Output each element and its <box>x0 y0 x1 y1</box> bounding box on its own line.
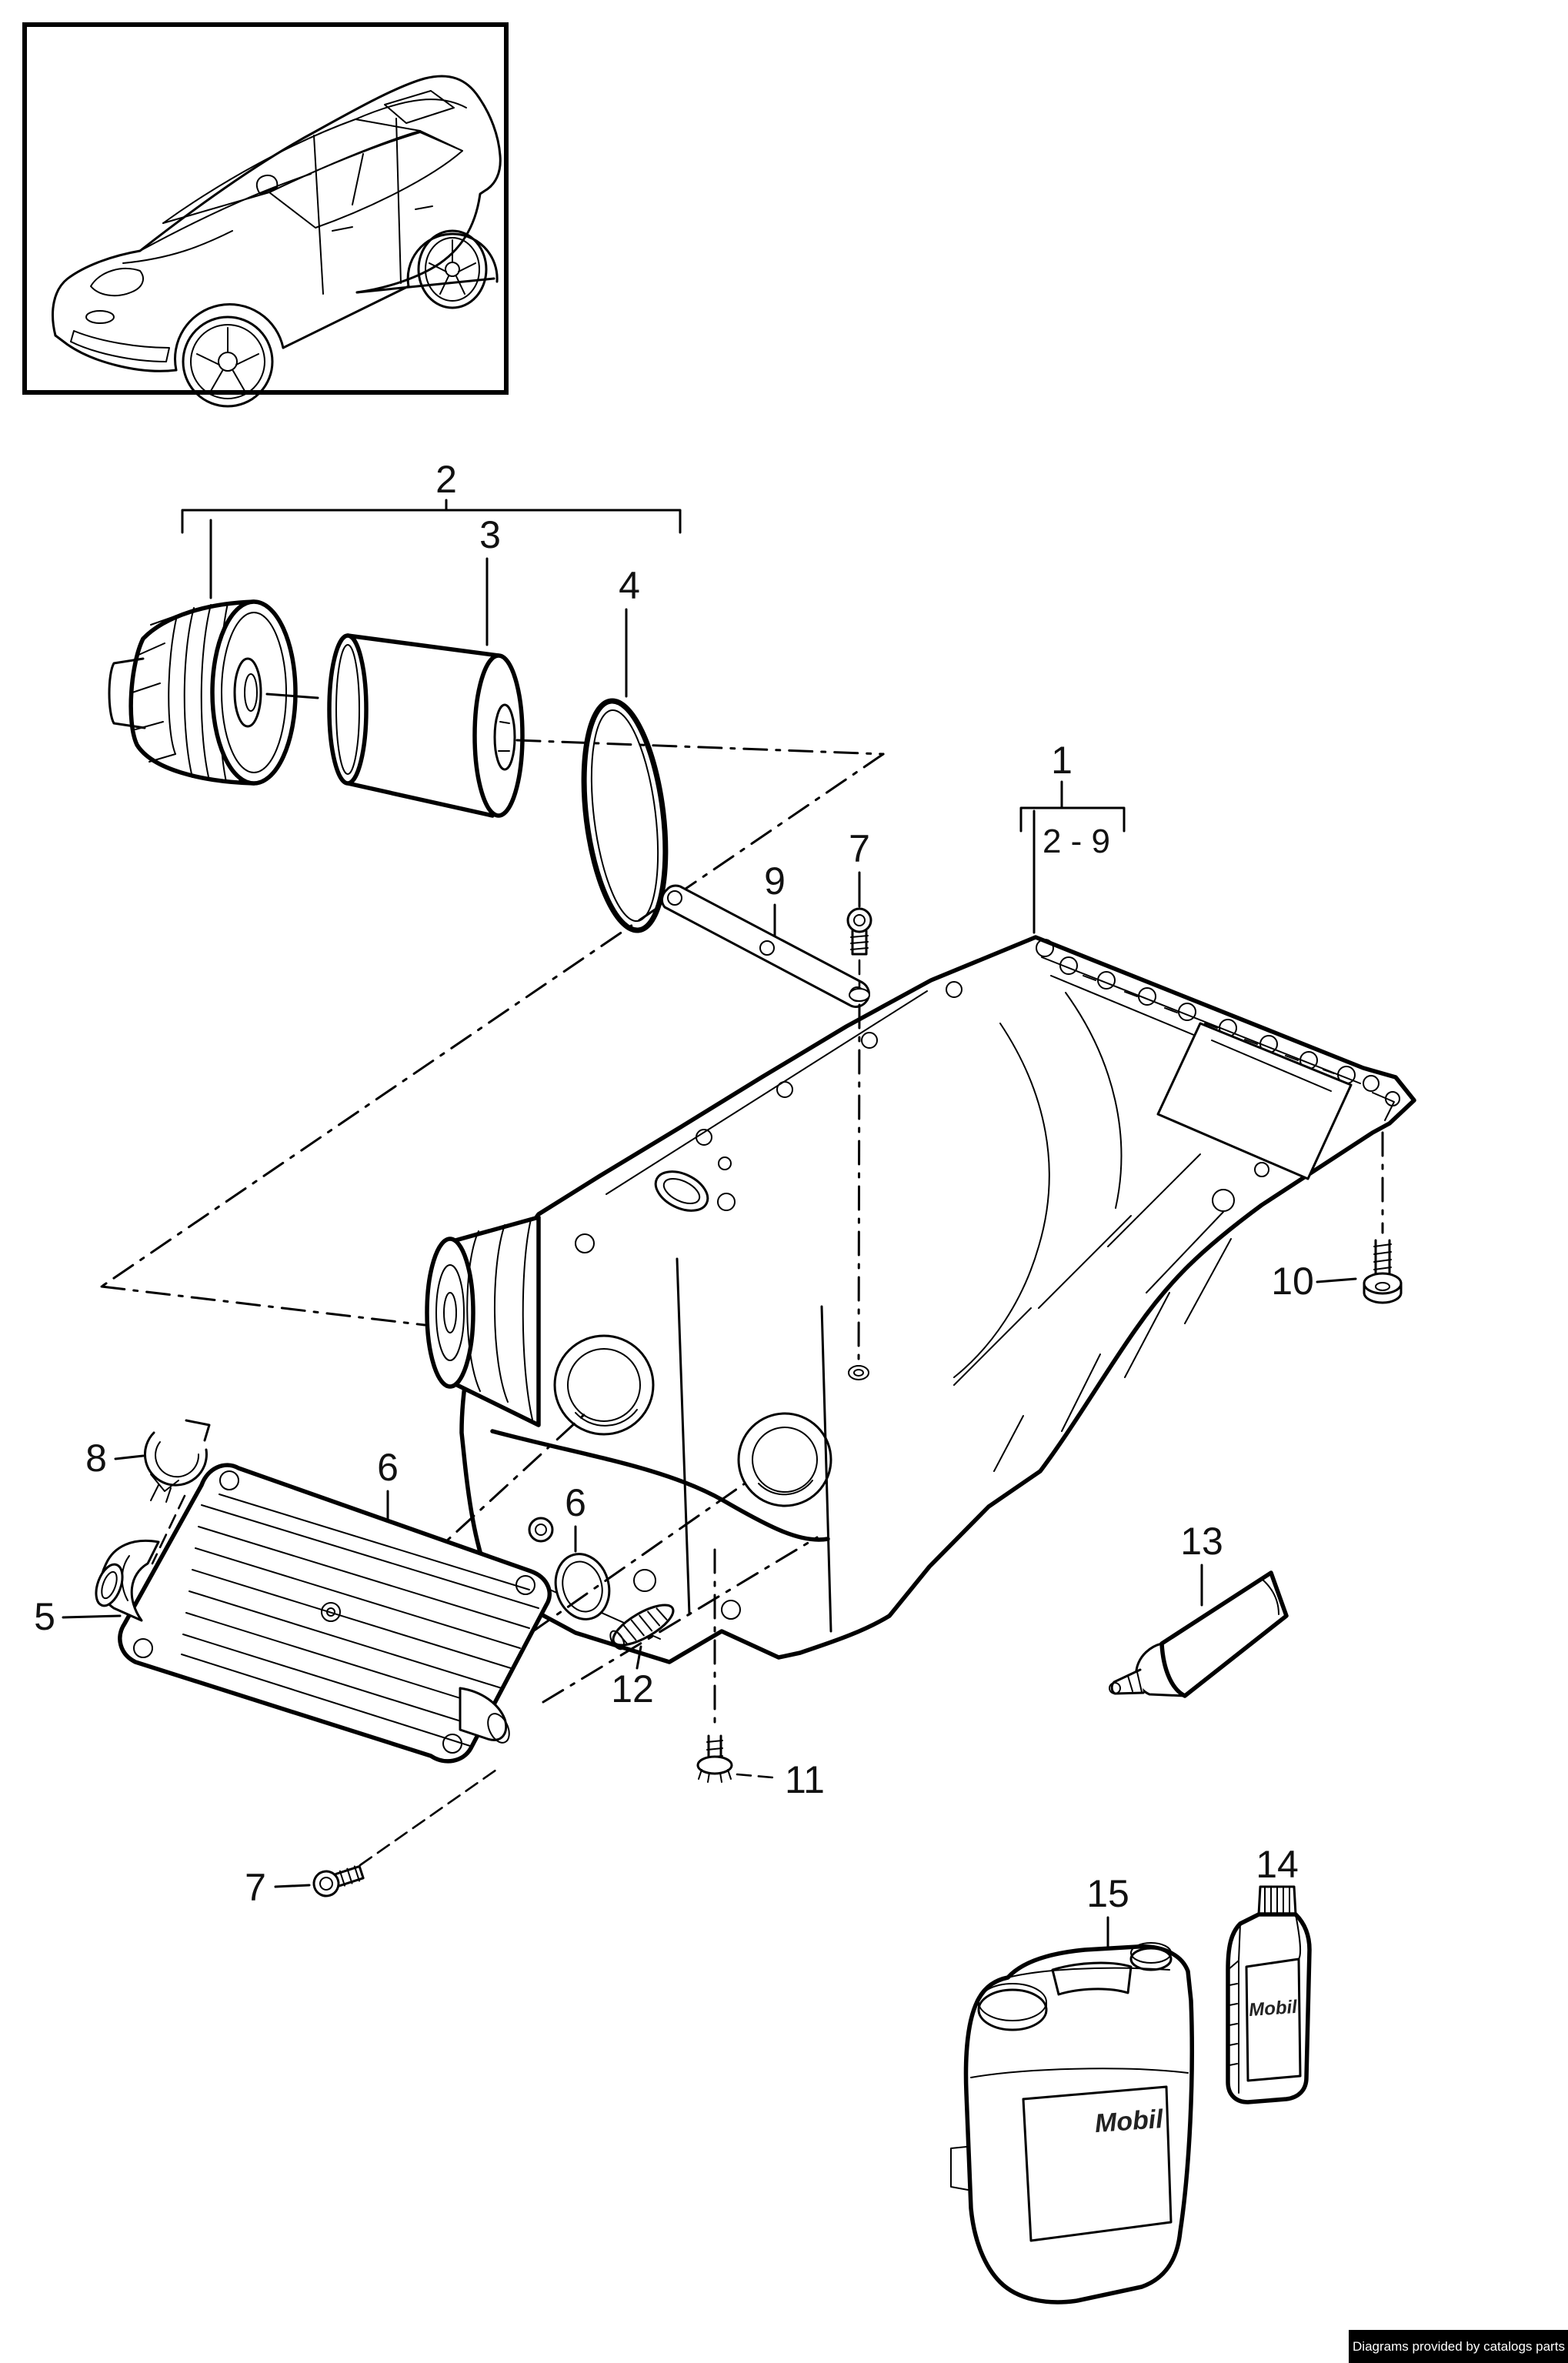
part-retaining-strap <box>660 884 870 1008</box>
callout-11: 11 <box>785 1758 825 1801</box>
part-oil-jug: Mobil <box>950 1942 1194 2305</box>
part-valve-spring <box>609 1604 675 1650</box>
part-seal-ring-right <box>554 1553 611 1620</box>
part-oil-pan <box>425 935 1416 1664</box>
callout-14: 14 <box>1256 1843 1299 1886</box>
watermark-text: Diagrams provided by catalogs parts <box>1353 2339 1565 2354</box>
callout-4: 4 <box>619 564 640 607</box>
part-oil-bottle: Mobil <box>1226 1885 1312 2104</box>
callout-6-right: 6 <box>565 1481 586 1524</box>
car-outline-icon <box>52 75 502 408</box>
sealant-tube-group: 13 <box>1109 1520 1289 1698</box>
part-bolt-11 <box>696 1734 733 1783</box>
callout-10: 10 <box>1271 1260 1314 1303</box>
vehicle-thumbnail <box>22 22 509 408</box>
part-hose-clamp <box>143 1419 211 1503</box>
callout-12: 12 <box>611 1667 654 1711</box>
callout-15: 15 <box>1086 1872 1129 1915</box>
callout-9: 9 <box>764 859 786 903</box>
oil-pan-assembly: 1 2 - 9 <box>425 739 1416 1664</box>
callout-7-bottom: 7 <box>245 1866 266 1909</box>
oil-port-left <box>553 1334 655 1436</box>
callout-1: 1 <box>1051 739 1073 782</box>
callout-6-left: 6 <box>377 1446 399 1489</box>
bottle-brand-text: Mobil <box>1248 1997 1299 2021</box>
callout-8: 8 <box>85 1437 107 1480</box>
oil-pump-snout <box>425 1215 541 1427</box>
part-oil-filter-element <box>327 633 525 818</box>
part-oil-filter-cover <box>108 599 319 786</box>
part-screw-top <box>846 907 872 956</box>
front-wheel-icon <box>182 315 274 408</box>
callout-2: 2 <box>435 458 457 501</box>
rear-wheel-icon <box>417 229 488 309</box>
oil-port-right <box>737 1412 832 1507</box>
spring-and-bolt-group: 12 11 <box>542 1536 825 1801</box>
part-oil-cooler <box>95 1463 552 1764</box>
callout-7-top: 7 <box>849 827 870 870</box>
part-bolt-10 <box>1363 1239 1403 1304</box>
oil-containers-group: 15 Mobil 14 <box>950 1843 1312 2305</box>
part-o-ring-seal <box>581 698 669 933</box>
callout-5: 5 <box>34 1595 55 1638</box>
callout-range-2-9: 2 - 9 <box>1043 823 1110 860</box>
callout-3: 3 <box>479 513 501 556</box>
filter-group: 2 3 <box>100 458 885 1327</box>
part-screw-bottom <box>312 1865 365 1897</box>
filter-axis-construction-line <box>100 739 885 1327</box>
oil-cooler-group: 8 6 6 5 <box>34 1411 746 1909</box>
watermark-background <box>1349 2330 1568 2363</box>
callout-13: 13 <box>1180 1520 1223 1563</box>
part-sealant-tube <box>1109 1570 1289 1698</box>
jug-brand-text: Mobil <box>1094 2104 1166 2138</box>
watermark-bar: Diagrams provided by catalogs parts <box>1349 2330 1568 2363</box>
